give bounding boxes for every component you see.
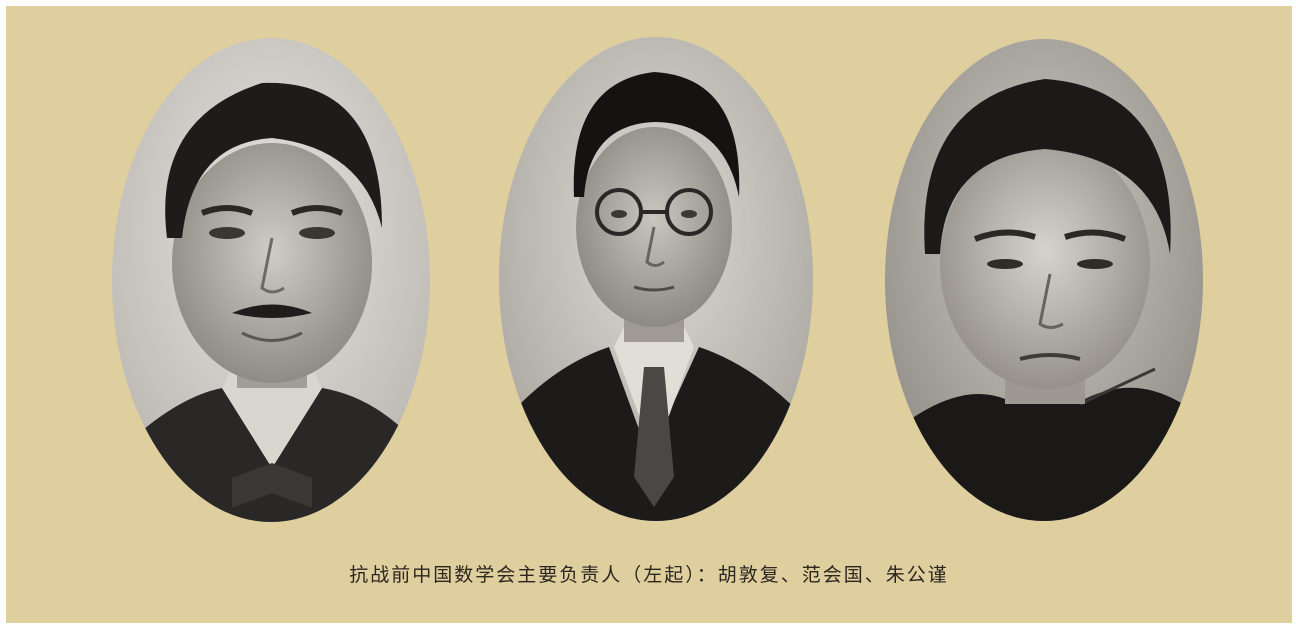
portrait-right-photo (885, 39, 1203, 521)
portrait-middle (499, 37, 813, 521)
portrait-left (112, 38, 430, 522)
portrait-middle-photo (499, 37, 813, 521)
portrait-left-photo (112, 38, 430, 522)
portrait-right (885, 39, 1203, 521)
page-panel: 抗战前中国数学会主要负责人（左起）：胡敦复、范会国、朱公谨 (6, 6, 1292, 623)
photo-caption: 抗战前中国数学会主要负责人（左起）：胡敦复、范会国、朱公谨 (349, 564, 949, 586)
